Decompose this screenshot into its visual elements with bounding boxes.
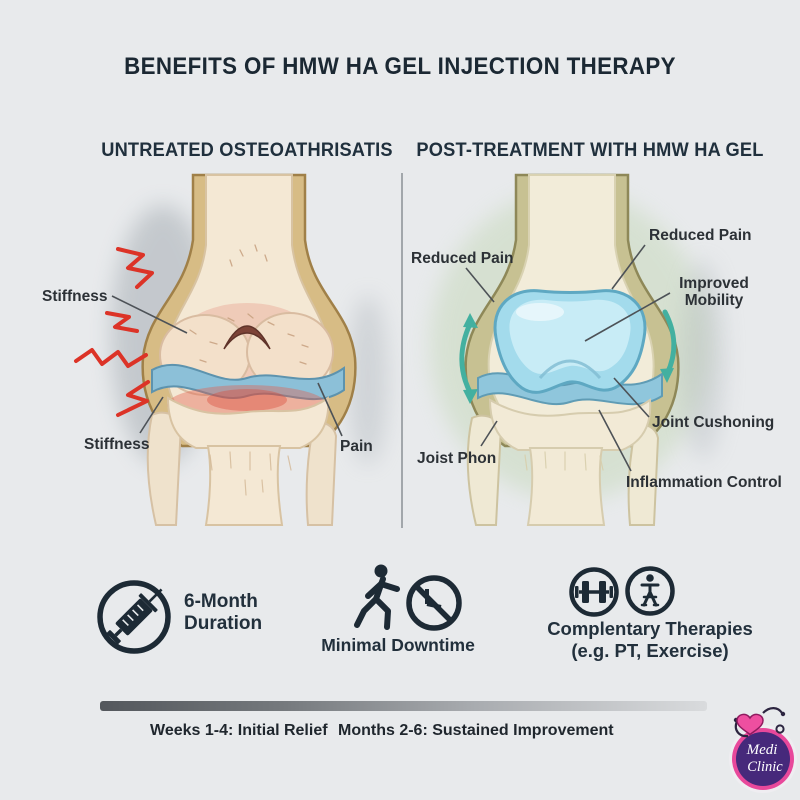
stethoscope-chestpiece (775, 724, 785, 734)
right-knee-shadow (681, 260, 725, 460)
logo-text-medi: Medi (746, 742, 778, 758)
label-joist-phon: Joist Phon (417, 450, 497, 467)
stethoscope-tube (734, 720, 749, 738)
fibula-bone-treated (466, 414, 503, 526)
panel-divider (401, 173, 403, 528)
walking-person-icon (354, 564, 400, 630)
heart-icon (736, 713, 764, 736)
fibula-bone (146, 411, 183, 526)
pain-zigzag-icons (74, 247, 154, 417)
leader-lines (111, 244, 671, 472)
bone-texture (189, 244, 309, 365)
benefit-duration-line2: Duration (184, 613, 263, 634)
benefit-duration-text: 6-Month Duration (184, 591, 262, 635)
medi-clinic-logo: Medi Clinic (729, 707, 797, 793)
tibia-shaft-treated (526, 447, 606, 526)
eroded-cartilage-notch (223, 325, 271, 350)
label-reduced-pain-left: Reduced Pain (411, 250, 514, 267)
benefit-duration-line1: 6-Month (184, 591, 258, 612)
left-knee-shadow-right (348, 295, 388, 465)
worn-meniscus-cartilage (151, 363, 345, 400)
timeline-milestone-right: Months 2-6: Sustained Improvement (338, 722, 614, 739)
label-joint-cushoning: Joint Cushoning (652, 414, 775, 431)
untreated-knee-illustration (141, 173, 357, 526)
tibia-texture (209, 451, 292, 496)
inflammation-core (207, 389, 287, 411)
label-inflammation-control: Inflammation Control (626, 474, 782, 491)
tibia-texture-treated (524, 451, 604, 471)
tibia-plateau-treated (488, 398, 652, 451)
benefit-downtime-text: Minimal Downtime (321, 635, 475, 655)
stethoscope-arc (762, 707, 783, 714)
benefit-therapies-text: Complentary Therapies (e.g. PT, Exercise… (534, 618, 766, 662)
left-panel-heading: UNTREATED OSTEOATHRISATIS (101, 140, 393, 161)
no-downtime-icon (406, 575, 462, 631)
timeline-milestone-left: Weeks 1-4: Initial Relief (150, 722, 328, 739)
dumbbell-circle-icon (569, 567, 619, 617)
syringe-circle-icon (97, 580, 171, 654)
label-pain: Pain (340, 438, 373, 455)
benefit-therapies-line1: Complentary Therapies (547, 618, 753, 639)
tibia-plateau (166, 396, 330, 449)
logo-text-clinic: Clinic (747, 759, 783, 775)
mobility-arrow-icons (459, 309, 677, 404)
label-stiffness-top: Stiffness (42, 288, 108, 305)
gel-condyle-groove (538, 359, 602, 379)
timeline-gradient-bar (100, 701, 707, 711)
label-stiffness-bottom: Stiffness (84, 436, 150, 453)
treated-knee-illustration (464, 173, 680, 526)
tibia-shaft (204, 445, 284, 526)
crutch-circle-icon (625, 566, 675, 616)
right-panel-heading: POST-TREATMENT WITH HMW HA GEL (416, 140, 764, 161)
label-improved-mobility: Improved Mobility (679, 275, 749, 310)
page-title: BENEFITS OF HMW HA GEL INJECTION THERAPY (124, 53, 676, 80)
gel-shine (516, 303, 564, 321)
benefit-therapies-line2: (e.g. PT, Exercise) (571, 640, 729, 661)
label-reduced-pain-right: Reduced Pain (649, 227, 752, 244)
